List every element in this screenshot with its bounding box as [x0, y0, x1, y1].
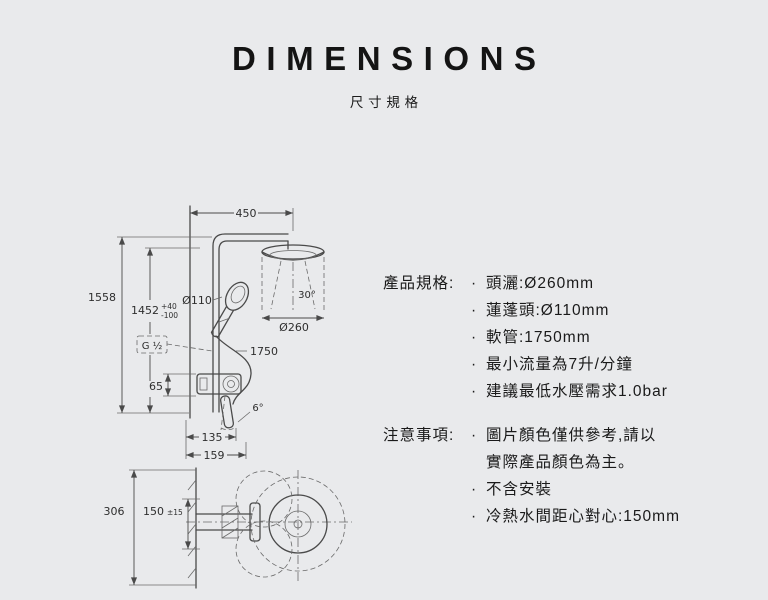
- spec-item-text: 軟管:1750mm: [486, 329, 591, 346]
- dim-lever-angle: 6°: [252, 403, 263, 414]
- dim-1452-label: 1452: [131, 304, 159, 317]
- header: DIMENSIONS 尺寸規格: [0, 0, 768, 111]
- spec-group-label: 產品規格:: [383, 275, 455, 292]
- dim-450-label: 450: [236, 207, 257, 220]
- dim-65-label: 65: [149, 380, 163, 393]
- spec-group: 產品規格: · 頭灑:Ø260mm · 蓮蓬頭:Ø110mm · 軟管:1750…: [383, 270, 723, 405]
- dim-1452-tol-plus: +40: [161, 302, 177, 311]
- notes-group: 注意事項: · 圖片顏色僅供參考,請以 實際產品顏色為主。 · 不含安裝 · 冷…: [383, 422, 723, 530]
- thread-callout: [136, 335, 213, 354]
- dim-1558-label: 1558: [88, 291, 116, 304]
- bullet: ·: [471, 481, 478, 498]
- mixer-valve: [196, 373, 242, 395]
- dim-450: [190, 208, 294, 231]
- spec-list: · 頭灑:Ø260mm · 蓮蓬頭:Ø110mm · 軟管:1750mm · 最…: [471, 270, 723, 405]
- hand-shower: [210, 281, 250, 338]
- spec-item: · 建議最低水壓需求1.0bar: [471, 378, 723, 405]
- note-item-text: 圖片顏色僅供參考,請以 實際產品顏色為主。: [486, 427, 657, 471]
- note-item-text: 不含安裝: [486, 481, 553, 498]
- thread-label: G ½: [142, 340, 163, 352]
- spec-item: · 最小流量為7升/分鐘: [471, 351, 723, 378]
- dim-135-label: 135: [202, 431, 223, 444]
- spec-item-text: 建議最低水壓需求1.0bar: [486, 383, 668, 400]
- notes-group-label: 注意事項:: [383, 427, 455, 444]
- dim-306: [129, 469, 196, 586]
- spec-item: · 蓮蓬頭:Ø110mm: [471, 297, 723, 324]
- bullet: ·: [471, 275, 478, 292]
- shower-hose: [215, 335, 252, 405]
- dim-spray-angle: 30°: [298, 290, 316, 301]
- spray-cone: [270, 260, 316, 310]
- dim-306-label: 306: [104, 505, 125, 518]
- dim-1452: [145, 247, 200, 413]
- dim-65: [163, 373, 196, 397]
- dim-159: [186, 442, 247, 459]
- dim-hose-label: 1750: [250, 345, 278, 358]
- note-item: · 圖片顏色僅供參考,請以 實際產品顏色為主。: [471, 422, 723, 476]
- wall-line-lower: [187, 467, 197, 589]
- dim-159-label: 159: [204, 449, 225, 462]
- spec-item: · 頭灑:Ø260mm: [471, 270, 723, 297]
- spec-item-text: 蓮蓬頭:Ø110mm: [486, 302, 610, 319]
- dim-head-diameter: [261, 257, 325, 322]
- spec-item-text: 最小流量為7升/分鐘: [486, 356, 633, 373]
- dim-150: [182, 498, 200, 550]
- diverter-lever: [219, 395, 251, 431]
- note-item: · 不含安裝: [471, 476, 723, 503]
- notes-list: · 圖片顏色僅供參考,請以 實際產品顏色為主。 · 不含安裝 · 冷熱水間距心對…: [471, 422, 723, 530]
- bullet: ·: [471, 302, 478, 319]
- dim-1558: [117, 236, 212, 414]
- note-item: · 冷熱水間距心對心:150mm: [471, 503, 723, 530]
- bullet: ·: [471, 329, 478, 346]
- dim-1452-tol-minus: -100: [161, 311, 178, 320]
- bullet: ·: [471, 383, 478, 400]
- bullet: ·: [471, 356, 478, 373]
- page-title: DIMENSIONS: [231, 40, 547, 77]
- bullet: ·: [471, 508, 478, 525]
- hand-shower-leader: [212, 296, 223, 301]
- hand-shower-holder: [218, 317, 231, 323]
- shower-pipe: [212, 233, 289, 413]
- note-item-text: 冷熱水間距心對心:150mm: [486, 508, 680, 525]
- spec-item: · 軟管:1750mm: [471, 324, 723, 351]
- dim-hand-shower-label: Ø110: [182, 294, 212, 307]
- dim-head-diameter-label: Ø260: [279, 321, 309, 334]
- bullet: ·: [471, 427, 478, 444]
- valve-side-view: [186, 470, 352, 582]
- spec-item-text: 頭灑:Ø260mm: [486, 275, 595, 292]
- page-subtitle: 尺寸規格: [349, 95, 423, 110]
- dim-150-label: 150: [143, 505, 164, 518]
- product-info: 產品規格: · 頭灑:Ø260mm · 蓮蓬頭:Ø110mm · 軟管:1750…: [383, 270, 723, 530]
- rain-head: [261, 244, 325, 261]
- dim-150-tol: ±15: [167, 508, 183, 517]
